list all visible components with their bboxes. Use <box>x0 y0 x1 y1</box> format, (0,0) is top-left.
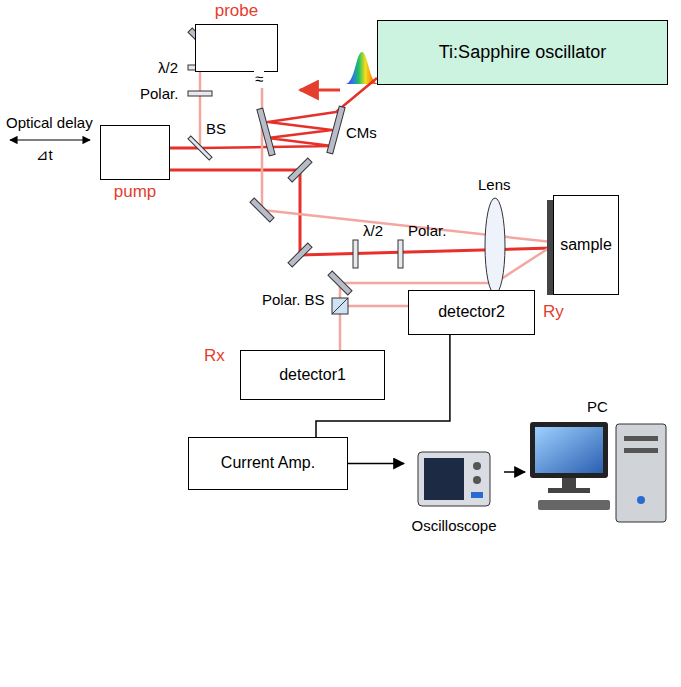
lens-label: Lens <box>478 176 511 194</box>
sample-box: sample <box>553 195 619 295</box>
pbs-diagonal <box>332 298 348 314</box>
signal-cable <box>348 463 404 465</box>
node-label: probe <box>215 1 258 21</box>
laser-box: Ti:Sapphire oscillator <box>377 20 668 85</box>
node-label: PC <box>587 398 608 415</box>
beam-splitter <box>188 136 212 160</box>
pc-icon <box>530 422 666 522</box>
pbs-cube <box>332 298 348 314</box>
probe-beam <box>200 40 552 350</box>
delay-symbol: ⊿t <box>36 146 53 164</box>
oscilloscope-icon <box>418 452 490 506</box>
break-symbol: ≈ <box>254 70 264 88</box>
signal-cable <box>504 471 525 473</box>
node-label: pump <box>114 182 157 202</box>
delay-arrow <box>10 139 90 140</box>
detector-box: detector1 <box>240 350 385 400</box>
polarizer-label: Polar. <box>408 222 446 240</box>
detector-box: detector2 <box>408 290 535 335</box>
polarizer-label: Polar. <box>140 85 178 103</box>
signal-label: Ry <box>543 302 564 322</box>
node-label: detector2 <box>438 303 505 321</box>
signal-label: Rx <box>204 346 225 366</box>
waveplate-label: λ/2 <box>363 222 383 240</box>
mirror-label: CMs <box>346 124 377 142</box>
pbs-label: Polar. BS <box>262 291 325 309</box>
oscilloscope-node: Oscilloscope <box>404 450 504 534</box>
amplifier-box: Current Amp. <box>188 437 348 490</box>
pc-node: PC <box>525 398 670 526</box>
optic-plates <box>188 65 403 268</box>
probe-box: probe <box>195 24 278 72</box>
node-label: Oscilloscope <box>411 517 496 534</box>
node-label: Current Amp. <box>221 454 315 472</box>
node-label: Ti:Sapphire oscillator <box>439 42 606 63</box>
delay-box: pump <box>100 125 170 180</box>
node-label: sample <box>560 236 612 254</box>
waveplate-label: λ/2 <box>158 59 178 77</box>
splitter-label: BS <box>206 120 226 138</box>
lens <box>485 198 505 294</box>
output-arrow <box>300 89 340 92</box>
delay-label: Optical delay <box>6 114 93 132</box>
node-label: detector1 <box>279 366 346 384</box>
